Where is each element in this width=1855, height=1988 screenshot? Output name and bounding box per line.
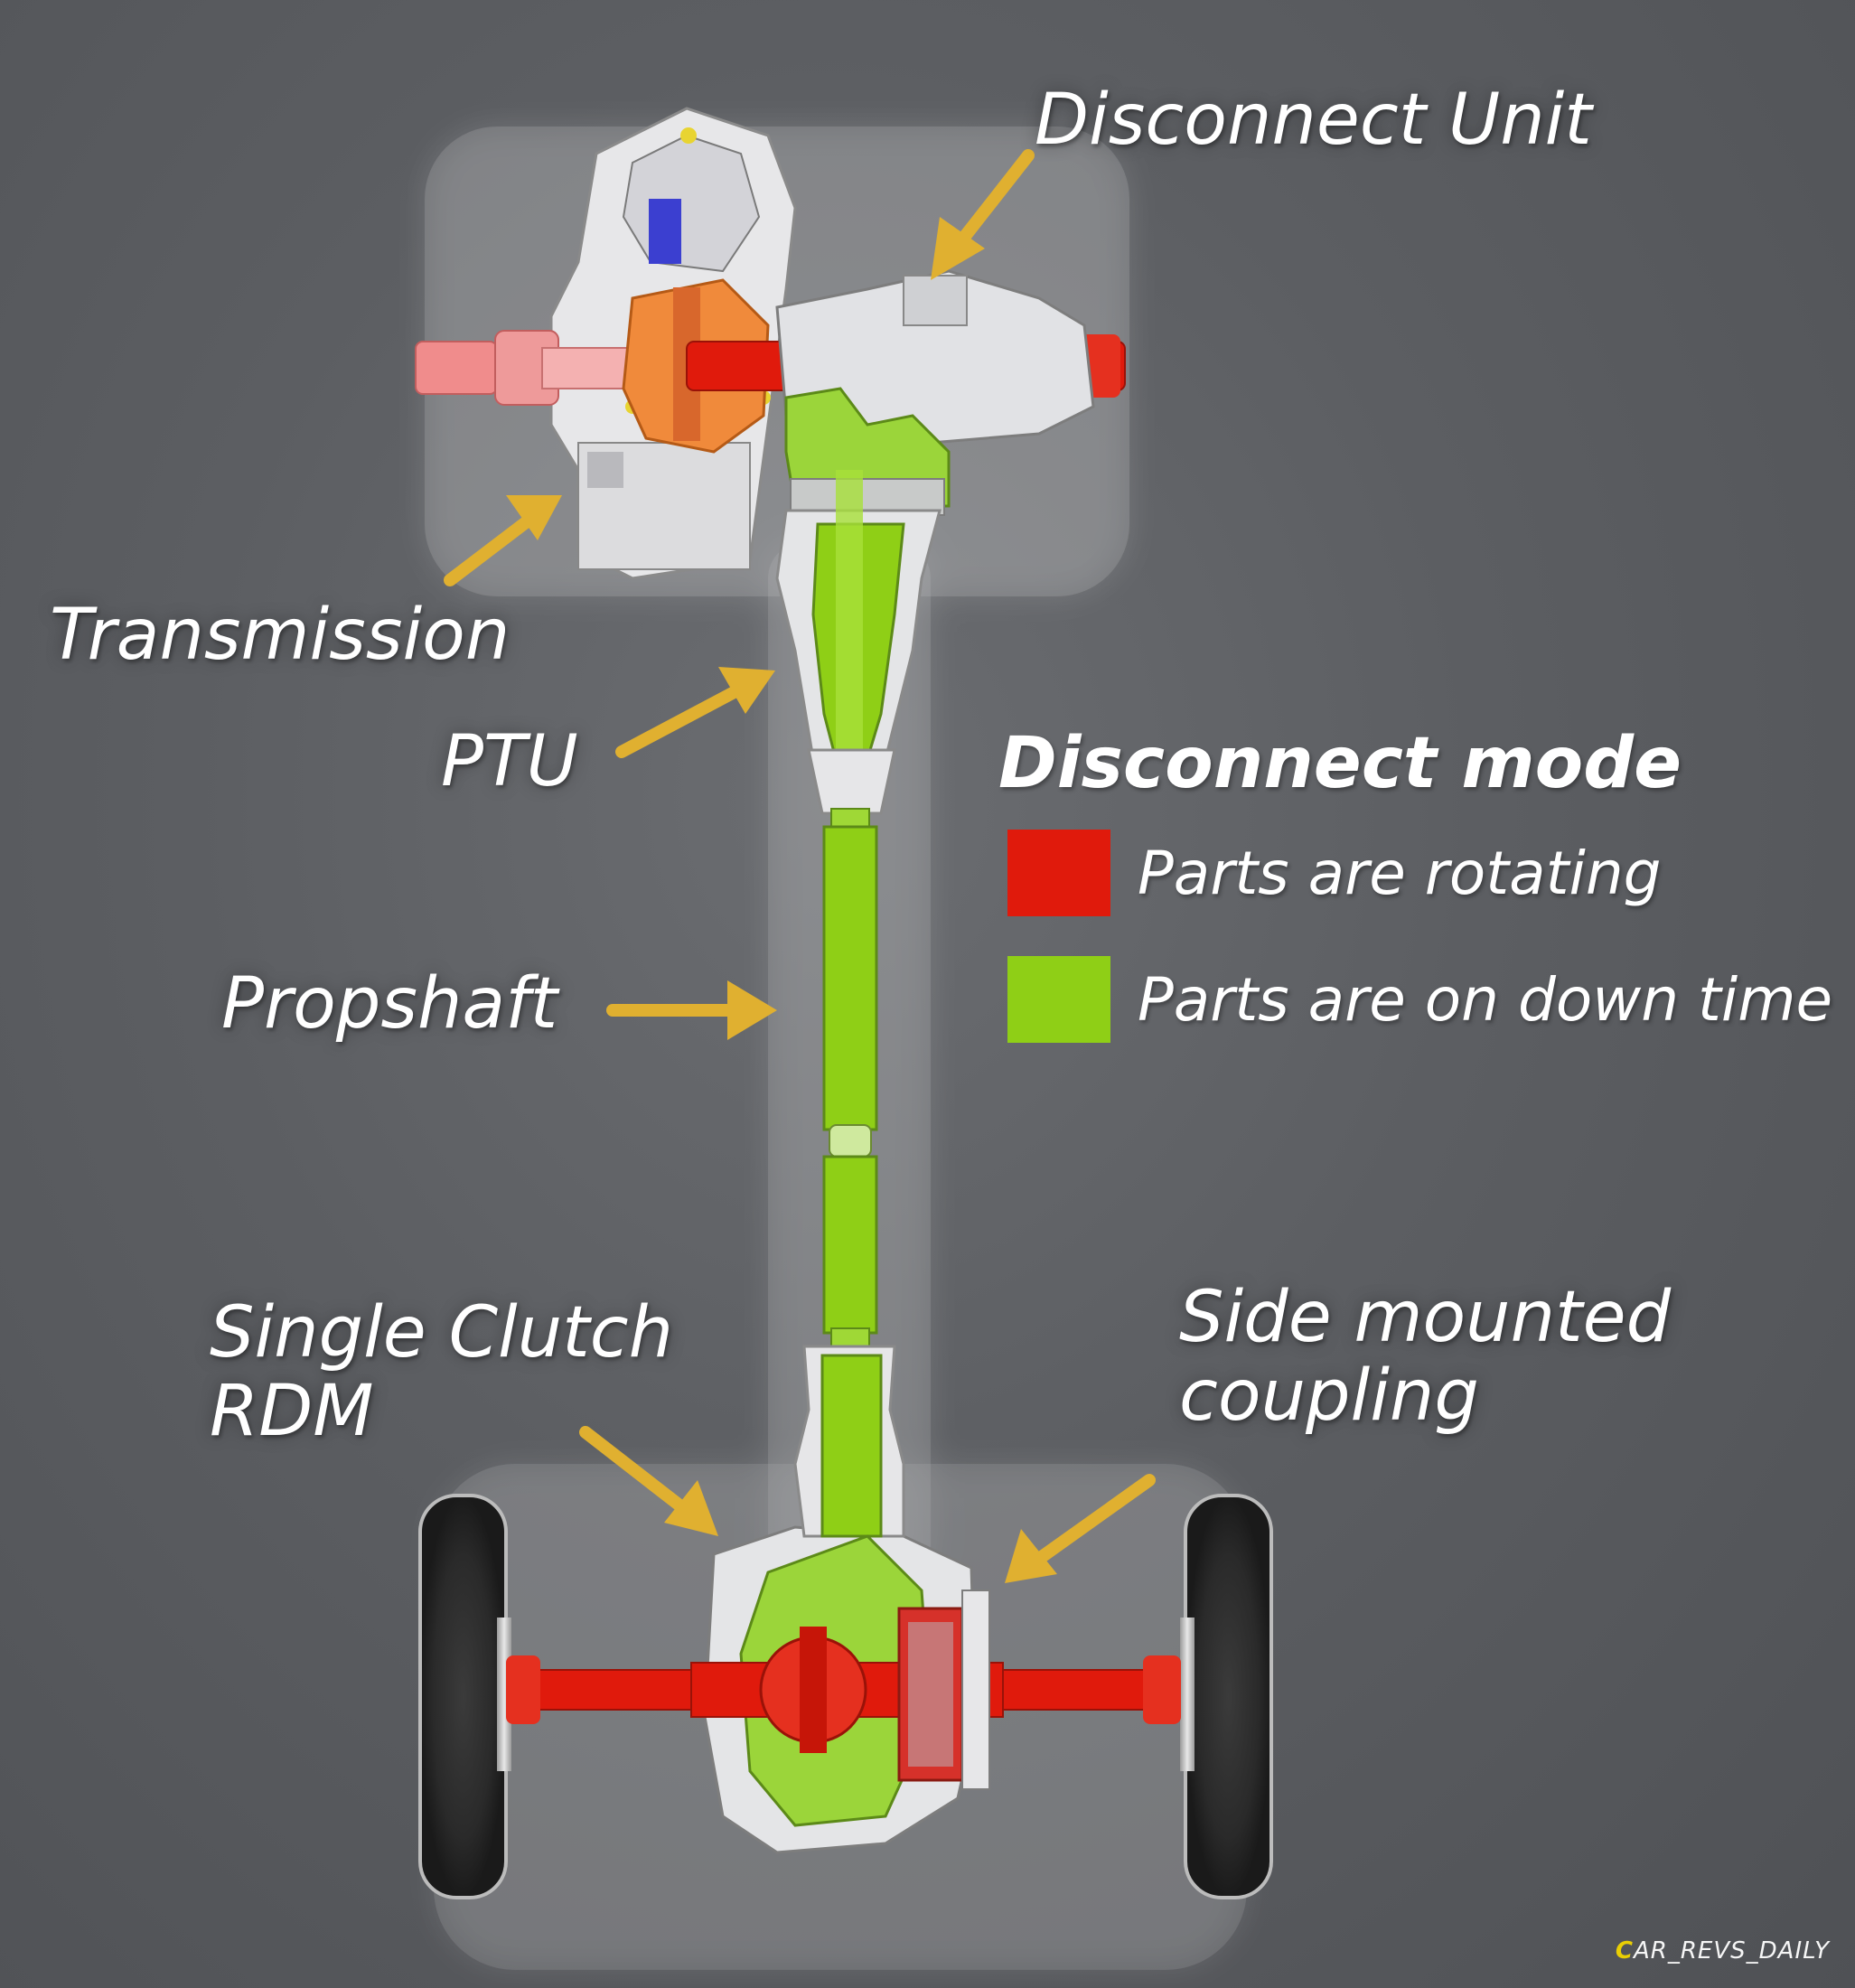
arrow-ptu — [615, 667, 775, 758]
left-wheel — [418, 1494, 511, 1899]
label-single-clutch-line2: RDM — [210, 1371, 374, 1453]
transmission-assembly — [415, 107, 1126, 815]
rear-drive-module — [418, 1345, 1273, 1899]
label-disconnect-unit: Disconnect Unit — [1035, 80, 1592, 161]
label-single-clutch-line1: Single Clutch — [210, 1292, 674, 1374]
arrow-propshaft — [606, 980, 777, 1040]
legend-item-down-time: Parts are on down time — [1007, 956, 1832, 1043]
label-side-mounted-coupling: Side mounted coupling — [1179, 1277, 1672, 1438]
legend-label-rotating: Parts are rotating — [1138, 838, 1662, 908]
arrow-side-coupling — [1005, 1474, 1156, 1583]
label-ptu: PTU — [441, 721, 578, 802]
label-propshaft: Propshaft — [221, 963, 558, 1045]
watermark: CAR_REVS_DAILY — [1616, 1937, 1830, 1965]
right-wheel — [1180, 1494, 1273, 1899]
legend-title: Disconnect mode — [998, 723, 1682, 804]
propshaft-illustration — [822, 808, 878, 1347]
watermark-first-letter: C — [1615, 1937, 1634, 1965]
legend-label-down-time: Parts are on down time — [1138, 964, 1833, 1035]
label-side-mounted-line2: coupling — [1179, 1355, 1479, 1438]
label-side-mounted-line1: Side mounted — [1179, 1277, 1672, 1358]
label-single-clutch-rdm: Single Clutch RDM — [210, 1292, 674, 1453]
label-transmission: Transmission — [50, 595, 511, 676]
legend-item-rotating: Parts are rotating — [1007, 830, 1662, 916]
watermark-rest: AR_REVS_DAILY — [1634, 1937, 1830, 1965]
arrow-disconnect-unit — [931, 149, 1035, 280]
legend-swatch-down-time — [1007, 956, 1110, 1043]
legend-swatch-rotating — [1007, 830, 1110, 916]
callout-arrows — [444, 149, 1156, 1583]
arrow-transmission — [444, 495, 562, 586]
arrow-single-clutch — [579, 1426, 718, 1536]
